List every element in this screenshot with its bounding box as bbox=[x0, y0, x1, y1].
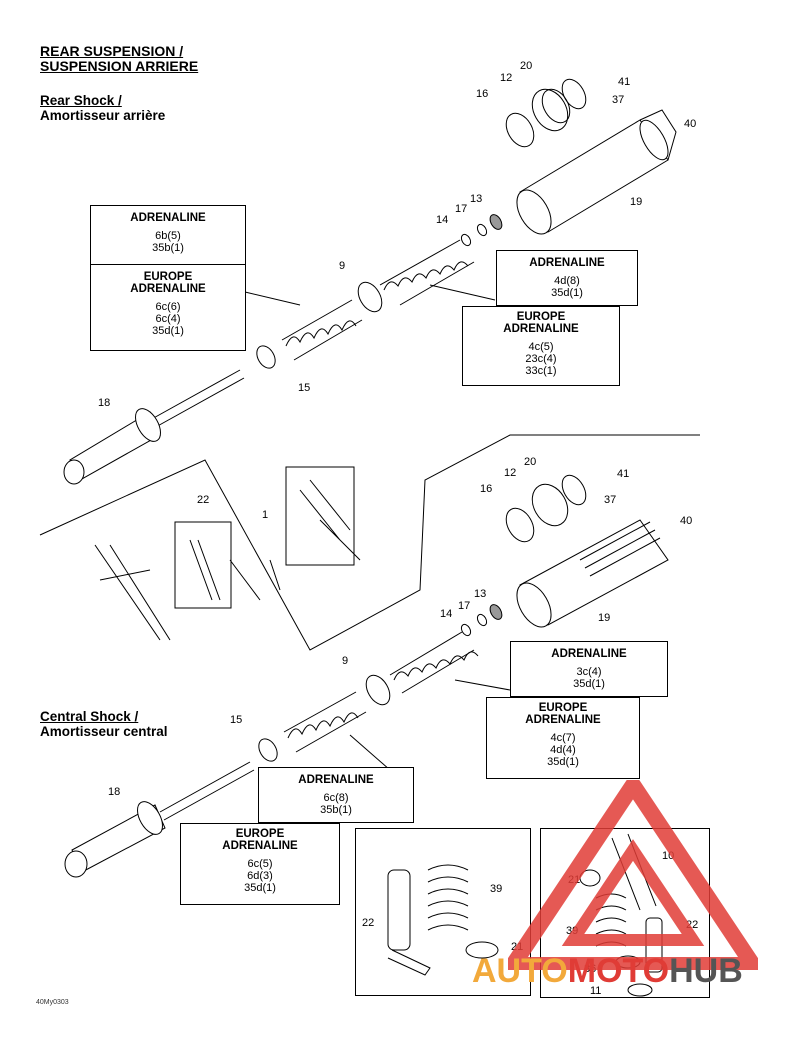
mid-assembly bbox=[94, 466, 361, 641]
part-label: 41 bbox=[618, 76, 631, 88]
inset-frame-left bbox=[355, 828, 531, 996]
section-title-central: Central Shock / Amortisseur central bbox=[40, 709, 168, 739]
part-label: 17 bbox=[455, 203, 468, 215]
part-label: 16 bbox=[480, 483, 493, 495]
spec-title: EUROPE bbox=[235, 828, 285, 840]
section-rear-line2: Amortisseur arrière bbox=[40, 108, 166, 123]
part-label: 22 bbox=[197, 494, 210, 506]
part-label: 40 bbox=[684, 118, 697, 130]
spec-title: ADRENALINE bbox=[222, 840, 298, 852]
spec-value: 35d(1) bbox=[551, 287, 583, 299]
part-label: 11 bbox=[590, 985, 602, 997]
spec-box-rear-left: ADRENALINE 6b(5) 35b(1) EUROPE ADRENALIN… bbox=[90, 205, 246, 351]
spec-value: 4d(8) bbox=[554, 275, 580, 287]
spec-title: ADRENALINE bbox=[551, 648, 627, 660]
rear-cap-and-rings bbox=[505, 78, 587, 148]
part-label: 9 bbox=[339, 260, 346, 272]
part-label: 40 bbox=[680, 515, 693, 527]
spec-title: EUROPE bbox=[143, 271, 193, 283]
spec-title: ADRENALINE bbox=[130, 283, 206, 295]
central-spring-upper bbox=[389, 631, 479, 694]
section-central-line2: Amortisseur central bbox=[40, 724, 168, 739]
spec-value: 35d(1) bbox=[152, 325, 184, 337]
part-label: 13 bbox=[474, 588, 487, 600]
page-title: REAR SUSPENSION / SUSPENSION ARRIERE bbox=[40, 44, 198, 74]
section-central-line1: Central Shock / bbox=[40, 709, 139, 724]
spec-value: 35d(1) bbox=[547, 756, 579, 768]
rear-spring-upper bbox=[379, 239, 475, 306]
watermark-hub: HUB bbox=[669, 952, 743, 990]
spec-box-central-right-a: ADRENALINE 3c(4) 35d(1) bbox=[510, 641, 668, 697]
central-cap-and-rings bbox=[505, 474, 587, 543]
spec-value: 6c(8) bbox=[323, 792, 349, 804]
spec-value: 4c(7) bbox=[550, 732, 576, 744]
section-title-rear: Rear Shock / Amortisseur arrière bbox=[40, 93, 165, 123]
central-spring-lower bbox=[283, 691, 367, 753]
spec-value: 35d(1) bbox=[573, 678, 605, 690]
watermark-text: AUTOMOTOHUB bbox=[472, 952, 743, 991]
spec-title: ADRENALINE bbox=[529, 257, 605, 269]
spec-value: 35b(1) bbox=[152, 242, 184, 254]
part-label: 39 bbox=[490, 883, 503, 895]
page-title-line2: SUSPENSION ARRIERE bbox=[40, 58, 199, 74]
inset-left-drawing bbox=[387, 864, 499, 976]
watermark-logo-icon bbox=[508, 780, 758, 970]
spec-title: ADRENALINE bbox=[525, 714, 601, 726]
spec-title: ADRENALINE bbox=[298, 774, 374, 786]
part-label: 19 bbox=[630, 196, 643, 208]
spec-box-rear-right-a: ADRENALINE 4d(8) 35d(1) bbox=[496, 250, 638, 306]
figure-code: 40My0303 bbox=[36, 999, 69, 1006]
spec-value: 23c(4) bbox=[525, 353, 557, 365]
part-label: 18 bbox=[98, 397, 111, 409]
central-shock-body bbox=[516, 519, 669, 628]
part-label: 37 bbox=[612, 94, 625, 106]
part-label: 16 bbox=[476, 88, 489, 100]
part-label: 18 bbox=[108, 786, 121, 798]
part-label: 20 bbox=[524, 456, 537, 468]
part-label: 17 bbox=[458, 600, 471, 612]
spec-value: 6d(3) bbox=[247, 870, 273, 882]
spec-value: 6c(5) bbox=[247, 858, 273, 870]
spec-value: 6c(4) bbox=[155, 313, 181, 325]
watermark-moto: MOTO bbox=[567, 952, 670, 990]
part-label: 19 bbox=[598, 612, 611, 624]
part-label: 22 bbox=[362, 917, 375, 929]
spec-box-central-right-b: EUROPE ADRENALINE 4c(7) 4d(4) 35d(1) bbox=[486, 697, 640, 779]
spec-box-central-mid: ADRENALINE 6c(8) 35b(1) bbox=[258, 767, 414, 823]
part-label: 37 bbox=[604, 494, 617, 506]
part-label: 13 bbox=[470, 193, 483, 205]
section-rear-line1: Rear Shock / bbox=[40, 93, 122, 108]
spec-box-central-left: EUROPE ADRENALINE 6c(5) 6d(3) 35d(1) bbox=[180, 823, 340, 905]
spec-title: EUROPE bbox=[516, 311, 566, 323]
rear-shock-rod bbox=[63, 369, 245, 485]
spec-value: 4c(5) bbox=[528, 341, 554, 353]
spec-title: ADRENALINE bbox=[503, 323, 579, 335]
rear-shock-body bbox=[516, 109, 677, 235]
spec-value: 33c(1) bbox=[525, 365, 557, 377]
spec-value: 6b(5) bbox=[155, 230, 181, 242]
spec-value: 6c(6) bbox=[155, 301, 181, 313]
part-label: 9 bbox=[342, 655, 349, 667]
part-label: 14 bbox=[440, 608, 453, 620]
part-label: 15 bbox=[298, 382, 311, 394]
part-label: 15 bbox=[230, 714, 243, 726]
spec-value: 35b(1) bbox=[320, 804, 352, 816]
part-label: 1 bbox=[262, 509, 269, 521]
spec-value: 3c(4) bbox=[576, 666, 602, 678]
part-label: 41 bbox=[617, 468, 630, 480]
rear-spring-lower bbox=[281, 299, 363, 361]
part-label: 12 bbox=[500, 72, 513, 84]
spec-value: 4d(4) bbox=[550, 744, 576, 756]
spec-value: 35d(1) bbox=[244, 882, 276, 894]
spec-box-rear-right-b: EUROPE ADRENALINE 4c(5) 23c(4) 33c(1) bbox=[462, 306, 620, 386]
page-title-line1: REAR SUSPENSION / bbox=[40, 43, 184, 59]
spec-title: EUROPE bbox=[538, 702, 588, 714]
part-label: 20 bbox=[520, 60, 533, 72]
part-label: 12 bbox=[504, 467, 517, 479]
spec-title: ADRENALINE bbox=[130, 212, 206, 224]
watermark-auto: AUTO bbox=[472, 952, 568, 990]
part-label: 14 bbox=[436, 214, 449, 226]
central-shock-rod bbox=[64, 761, 255, 878]
